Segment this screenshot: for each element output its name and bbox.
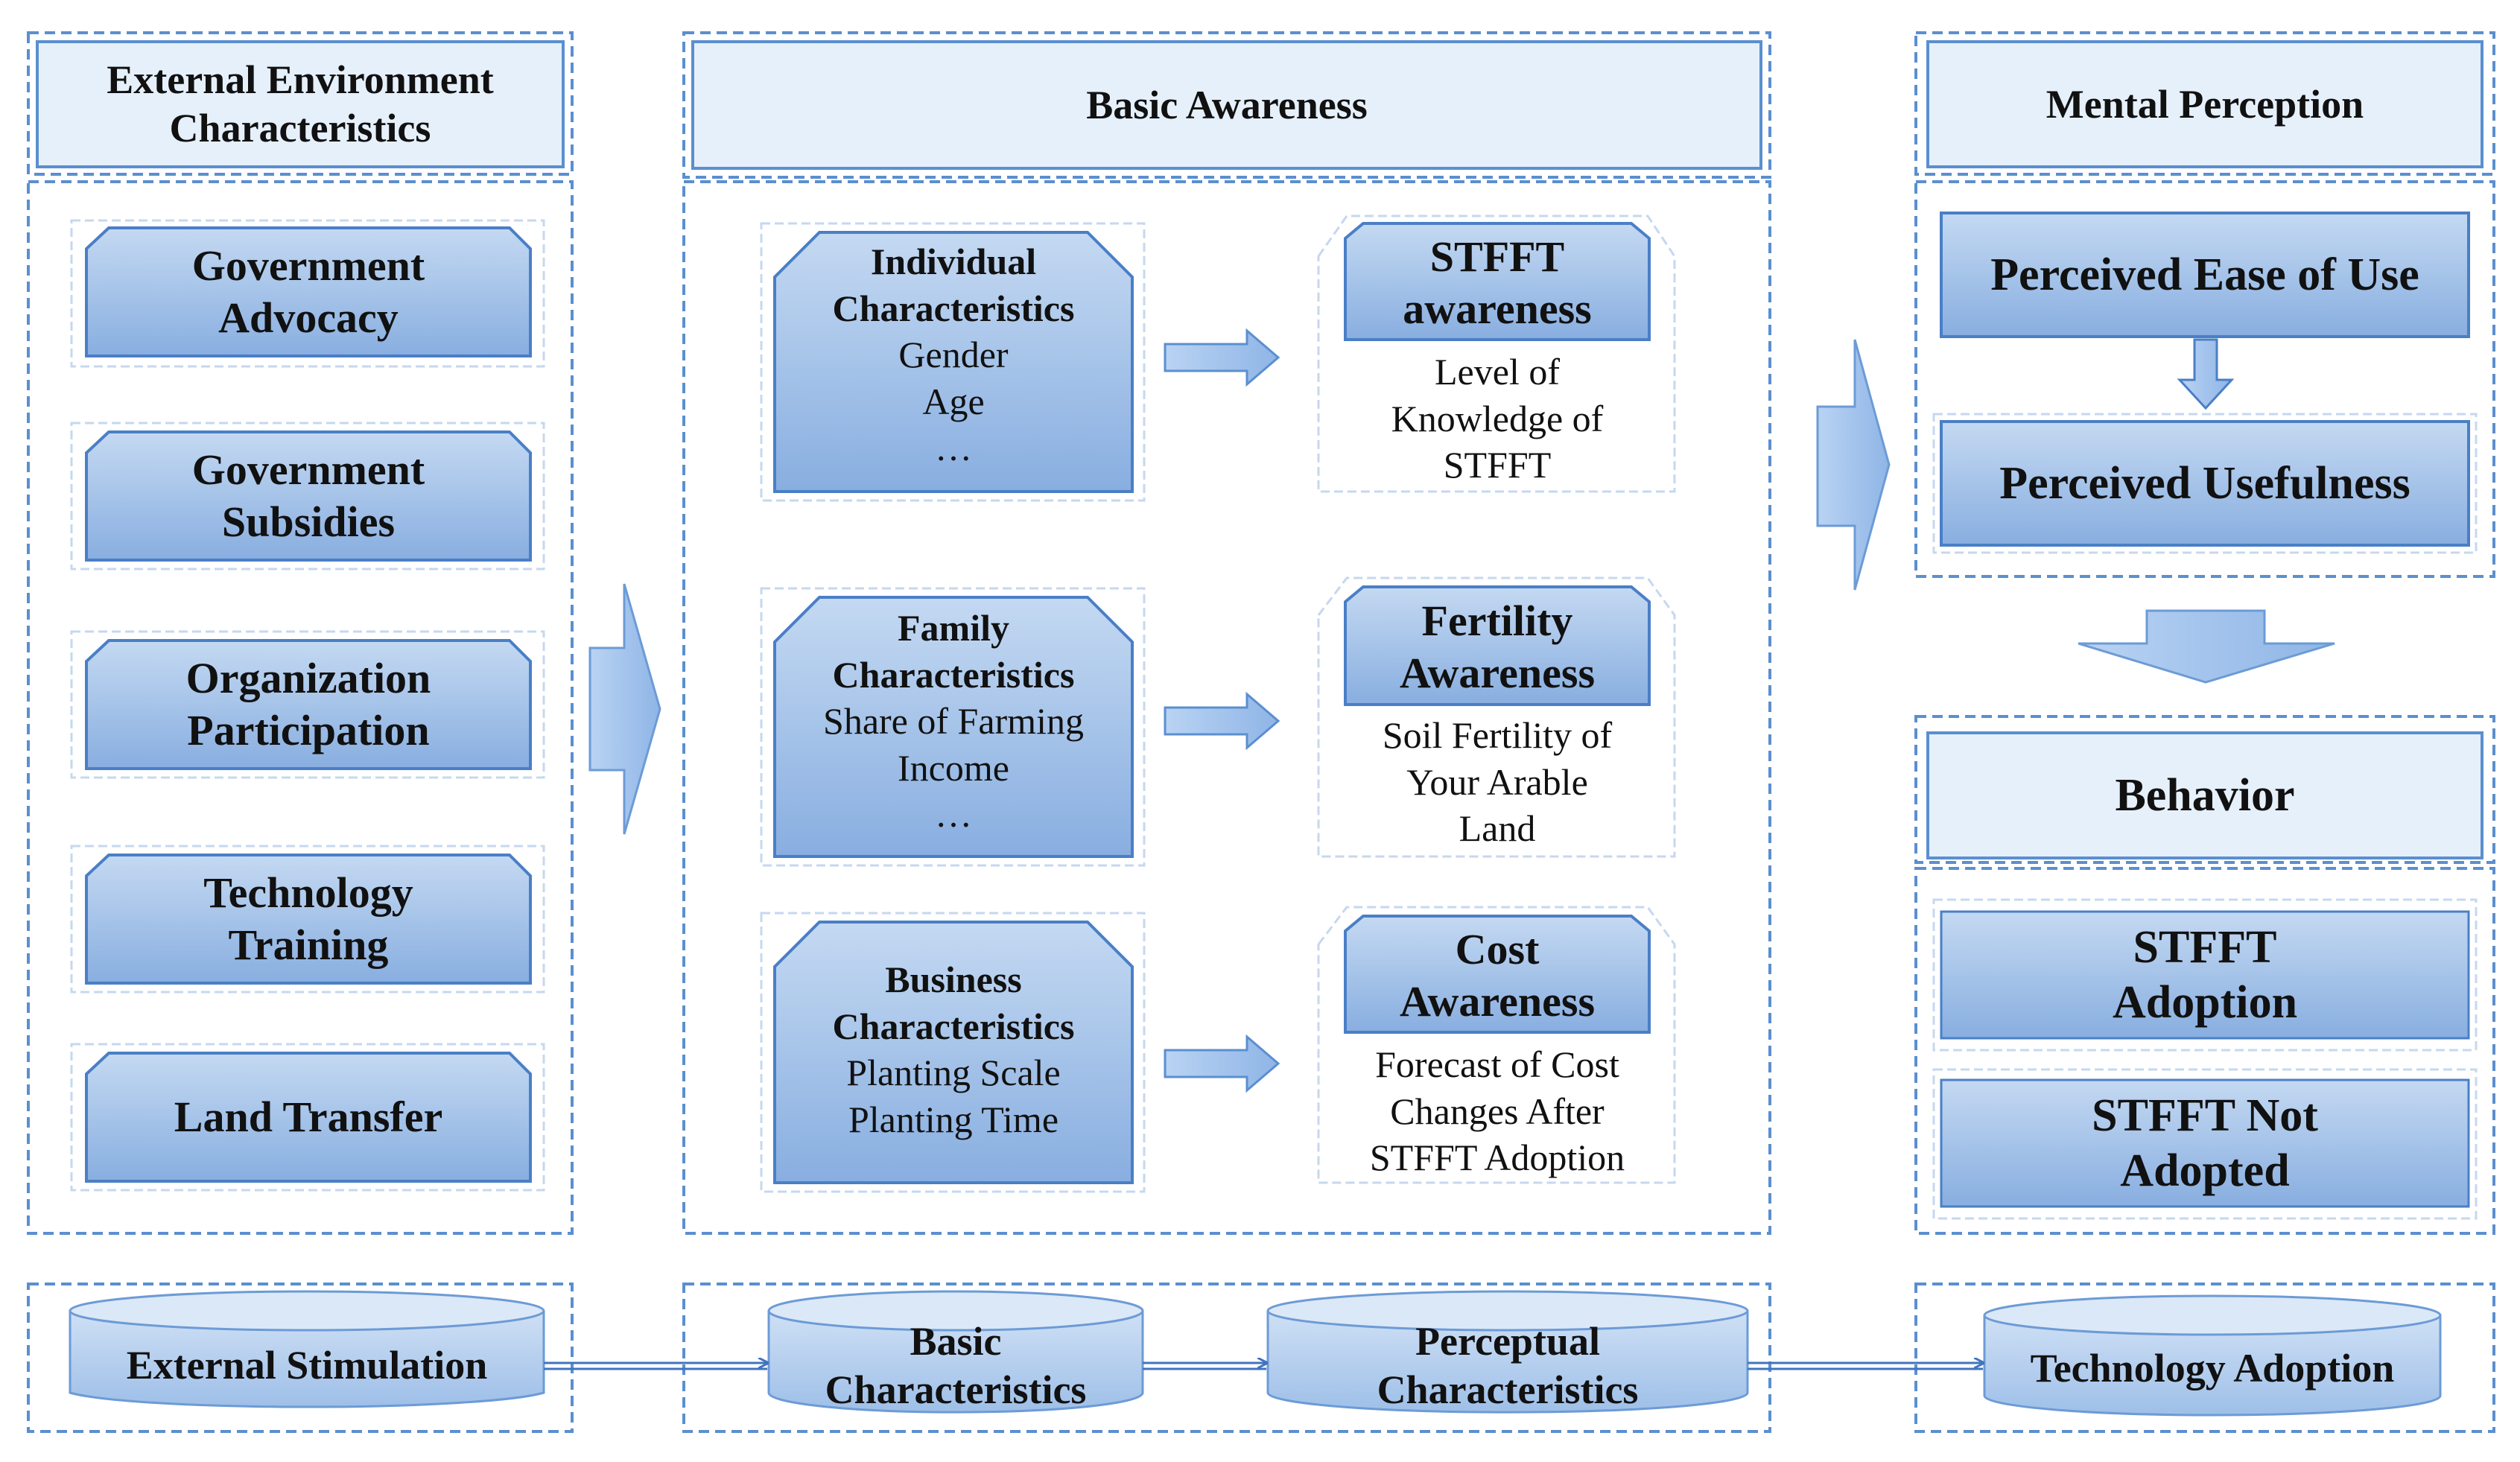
ext-box-bg	[70, 219, 545, 368]
family-characteristics-box: Family Characteristics Share of Farming …	[775, 605, 1132, 838]
cylinder-perceptual-characteristics	[1266, 1290, 1749, 1414]
bottom-frame-1	[27, 1283, 574, 1433]
arrow-small-1	[1164, 328, 1280, 387]
arrow-external-to-basic	[588, 583, 661, 835]
basic-characteristics-label: Basic Characteristics	[825, 1319, 1087, 1412]
basic-column-frame	[682, 31, 1771, 179]
cylinder-external-stimulation	[69, 1290, 545, 1408]
individual-characteristics-title: Individual Characteristics	[832, 241, 1075, 329]
business-characteristics-detail: Planting Scale Planting Time	[846, 1052, 1061, 1140]
stfft-awareness-detail: Level of Knowledge of STFFT	[1391, 351, 1604, 486]
business-characteristics-box: Business Characteristics Planting Scale …	[775, 956, 1132, 1142]
arrow-small-3	[1164, 1034, 1280, 1093]
perceived-usefulness: Perceived Usefulness	[1999, 457, 2410, 509]
arrow-mental-to-behavior	[2078, 609, 2335, 684]
external-header: External Environment Characteristics	[107, 57, 494, 150]
cost-awareness-title: Cost Awareness	[1399, 925, 1596, 1026]
basic-header: Basic Awareness	[1086, 82, 1368, 127]
perceptual-characteristics-label: Perceptual Characteristics	[1377, 1319, 1639, 1412]
behavior-column-frame	[1914, 715, 2495, 864]
arrow-ease-to-usefulness	[2177, 338, 2235, 410]
ext-item-technology-training: Technology Training	[203, 868, 413, 969]
individual-characteristics-detail: Gender Age …	[898, 334, 1009, 468]
external-column-frame	[27, 31, 574, 176]
family-characteristics-title: Family Characteristics	[832, 607, 1075, 696]
fertility-awareness-title: Fertility Awareness	[1399, 597, 1596, 697]
stfft-not-adopted: STFFT Not Adopted	[2092, 1090, 2318, 1196]
cylinder-basic-characteristics	[767, 1290, 1144, 1414]
fertility-awareness-detail: Soil Fertility of Your Arable Land	[1382, 714, 1613, 849]
technology-adoption-label: Technology Adoption	[2030, 1345, 2395, 1391]
individual-characteristics-box: Individual Characteristics Gender Age …	[775, 238, 1132, 471]
external-stimulation-label: External Stimulation	[126, 1342, 488, 1388]
behavior-header: Behavior	[2115, 769, 2295, 821]
bottom-frame-2	[682, 1283, 1771, 1433]
cylinder-technology-adoption	[1983, 1294, 2442, 1417]
mental-column-frame	[1914, 31, 2495, 176]
stfft-adoption: STFFT Adoption	[2112, 921, 2298, 1028]
arrow-basic-to-mental	[1816, 339, 1891, 591]
ext-item-land-transfer: Land Transfer	[174, 1093, 443, 1142]
ext-item-organization-participation: Organization Participation	[185, 654, 431, 754]
ext-item-government-subsidies: Government Subsidies	[191, 445, 425, 546]
mental-header: Mental Perception	[2045, 81, 2364, 127]
business-characteristics-title: Business Characteristics	[832, 959, 1075, 1047]
bottom-frame-3	[1914, 1283, 2495, 1433]
stfft-awareness-title: STFFT awareness	[1403, 232, 1592, 333]
cost-awareness-detail: Forecast of Cost Changes After STFFT Ado…	[1369, 1043, 1625, 1178]
perceived-ease-of-use: Perceived Ease of Use	[1990, 249, 2419, 300]
family-characteristics-detail: Share of Farming Income …	[823, 700, 1084, 835]
ext-item-government-advocacy: Government Advocacy	[191, 241, 425, 342]
arrow-small-2	[1164, 691, 1280, 751]
